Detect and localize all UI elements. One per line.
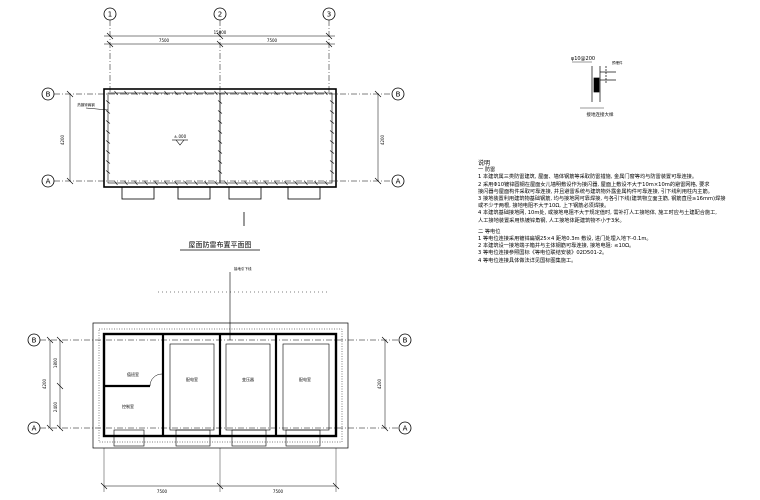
ground-side-dim-right: 4200 — [377, 378, 382, 389]
ground-leader-label: 接地引下线 — [234, 266, 252, 271]
notes-section-1: 一 防雷 — [478, 167, 496, 174]
notes-section-2: 二 等电位 — [478, 228, 501, 235]
notes-line: 3 等电位连接参照国标《等电位联结安装》02D501-2。 — [478, 250, 608, 257]
notes-line: 2 本建筑设一接地端子箱并与主体钢筋可靠连接, 接地电阻: ≤10Ω。 — [478, 243, 635, 250]
detail-drawing — [572, 61, 616, 109]
axis-bubble-A-right-2 — [398, 421, 412, 435]
room-label-2: 配电室 — [186, 376, 198, 382]
roof-plan-title: 屋面防雷布置平面图 — [189, 240, 252, 249]
ground-side-dim-upper: 1800 — [53, 357, 58, 368]
notes-line: 2 采用Φ10镀锌圆钢在屋面女儿墙明敷设作为接闪器, 屋面上敷设不大于10m×1… — [478, 181, 710, 188]
dim-label-right: 7500 — [267, 38, 278, 43]
axis-label-A-right: A — [396, 178, 401, 186]
axis-bubble-B-right — [391, 87, 405, 101]
side-dim-right: 4200 — [380, 134, 385, 145]
dim-label-left: 7500 — [159, 38, 170, 43]
room-label-4: 配电室 — [299, 376, 311, 382]
axis-label-2: 2 — [218, 11, 222, 19]
design-notes: 说明 一 防雷 1 本建筑属三类防雷建筑, 屋面、墙体钢筋等采取防雷措施, 金属… — [478, 160, 760, 265]
ground-side-dim-lower: 2400 — [53, 401, 58, 412]
notes-line: 或不少于两根, 接地电阻不大于10Ω, 上下钢筋必须焊接。 — [478, 203, 610, 210]
notes-line: 1 等电位连接采用镀锌扁钢25×4 距地0.3m 敷设, 进门处埋入地下-0.1… — [478, 236, 652, 243]
notes-line: 1 本建筑属三类防雷建筑, 屋面、墙体钢筋等采取防雷措施, 金属门窗等均与防雷装… — [478, 174, 698, 181]
axis-bubble-B-right-2 — [398, 333, 412, 347]
ground-plan — [27, 272, 412, 492]
room-label-5: 控制室 — [122, 403, 134, 409]
notes-line: 接闪器与屋面构件采取可靠连接, 并且避雷系统与建筑物外露金属构件可靠连接, 引下… — [478, 188, 713, 195]
axis-label-A-left: A — [46, 178, 51, 186]
notes-heading: 说明 — [478, 160, 491, 167]
side-dim-left: 4200 — [60, 134, 65, 145]
notes-line: 4 等电位连接具体做法详见国标图集施工。 — [478, 257, 577, 264]
detail-title: 接地连接大样 — [587, 111, 614, 118]
building-apron — [92, 322, 349, 449]
roof-plan — [41, 7, 405, 226]
ground-side-dim-total: 4200 — [42, 378, 47, 389]
axis-label-A-left-2: A — [32, 425, 37, 433]
room-label-1: 值班室 — [127, 371, 139, 377]
roof-center-label: ±.000 — [174, 134, 187, 139]
axis-label-B-left-2: B — [32, 337, 37, 345]
ground-dim-right: 7500 — [273, 489, 284, 494]
axis-bubble-A-right — [391, 174, 405, 188]
ground-dim-left: 7500 — [157, 489, 168, 494]
roof-note: 热镀锌扁钢 — [77, 102, 95, 107]
axis-label-B-left: B — [46, 91, 51, 99]
notes-line: 4 本建筑基础接地网, 10m处, 或接地电阻不大于规定值时, 需补打人工接地体… — [478, 210, 717, 217]
axis-label-A-right-2: A — [403, 425, 408, 433]
roof-outline — [103, 88, 337, 188]
room-label-3: 变压器 — [242, 376, 254, 382]
detail-label: φ10@200 — [571, 56, 595, 62]
axis-label-3: 3 — [327, 11, 331, 19]
notes-line: 3 接地装置利用建筑物基础钢筋, 均与接地网可靠焊接, 与各引下线(建筑物立面主… — [478, 196, 726, 203]
axis-label-1: 1 — [108, 11, 112, 19]
axis-label-B-right-2: B — [403, 337, 408, 345]
axis-label-B-right: B — [396, 91, 401, 99]
detail-sub-label: 预埋件 — [612, 60, 623, 65]
notes-line: 人工接地装置采用热镀锌角钢, 人工接地体距建筑物不小于3米。 — [478, 217, 625, 224]
dim-label-total: 15000 — [214, 30, 227, 35]
roof-conductor-ticks — [105, 90, 335, 186]
